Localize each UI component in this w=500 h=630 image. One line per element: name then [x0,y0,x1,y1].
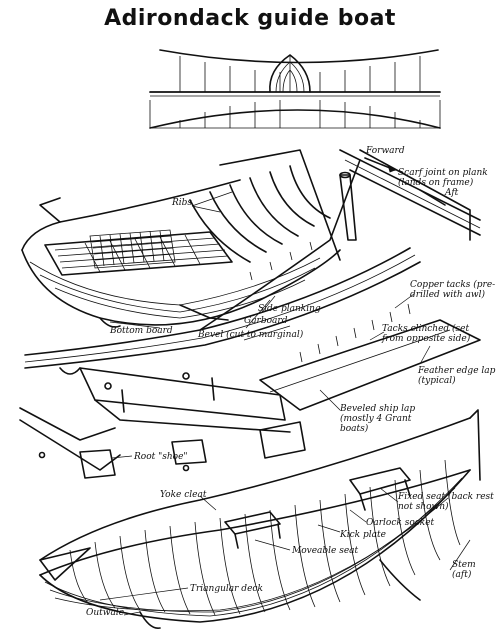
label-tacks-clinched: Tacks clinched (set from opposite side) [382,324,471,344]
label-outwale: Outwale [86,608,125,618]
label-oarlock-socket: Oarlock socket [366,518,435,528]
label-side-planking: Side planking [258,304,321,314]
boat-perspective-view [39,409,481,629]
label-triangular-deck: Triangular deck [190,584,263,594]
label-yoke-cleat: Yoke cleat [160,490,207,500]
label-aft: Aft [445,188,459,198]
label-copper-tacks: Copper tacks (pre-drilled with awl) [410,280,496,300]
label-beveled-ship-lap: Beveled ship lap (mostly 4 Grant boats) [340,404,416,434]
label-moveable-seat: Moveable seat [292,546,359,556]
label-kick-plate: Kick plate [340,530,386,540]
label-forward: Forward [366,146,405,156]
label-root-shoe: Root "shoe" [134,452,188,462]
label-feather-edge-lap: Feather edge lap (typical) [418,366,496,386]
planking-lap-detail [24,149,481,411]
label-garboard: Garboard [244,316,288,326]
label-ribs: Ribs [172,198,193,208]
label-scarf-joint: Scarf joint on plank (lands on frame) [398,168,488,188]
label-bevel: Bevel (cut to marginal) [198,330,304,340]
label-stem: Stem (aft) [452,560,476,580]
diagram-title: Adirondack guide boat [104,6,396,31]
bottom-assembly-view [21,149,341,328]
stem-assembly-view [19,367,306,479]
leader-lines [99,191,471,616]
label-fixed-seat: Fixed seat (back rest not shown) [398,492,494,512]
label-bottom-board: Bottom board [110,326,173,336]
boat-profile-view [149,49,441,129]
